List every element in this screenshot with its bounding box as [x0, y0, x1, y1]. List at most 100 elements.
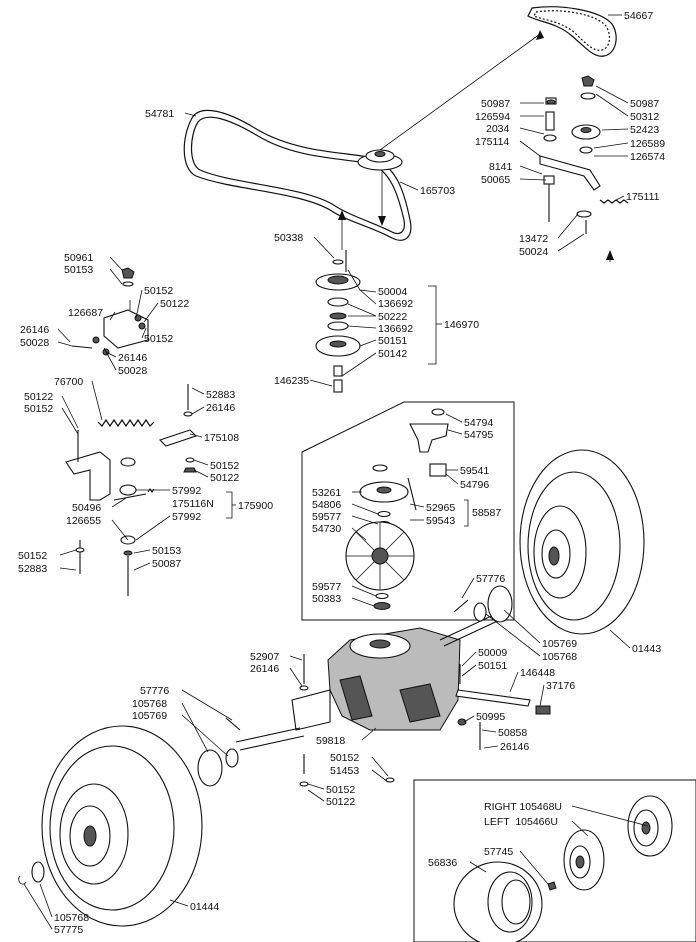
label-50028-bracket: 50028 — [118, 365, 147, 377]
upper-belt-54667 — [527, 6, 617, 57]
label-54806: 54806 — [312, 499, 341, 511]
label-50087: 50087 — [152, 558, 181, 570]
label-50987-left: 50987 — [481, 98, 510, 110]
label-50122-trans: 50122 — [326, 796, 355, 808]
leader-lines — [23, 14, 649, 930]
label-50995: 50995 — [476, 711, 505, 723]
fan-kit-parts — [345, 408, 449, 610]
label-50152-top: 50152 — [144, 285, 173, 297]
label-50028-top: 50028 — [20, 337, 49, 349]
inset-wheel-parts — [453, 795, 673, 942]
label-right-105468U: RIGHT 105468U — [484, 801, 562, 813]
label-01444: 01444 — [190, 901, 219, 913]
label-26146-trans-lower: 26146 — [500, 741, 529, 753]
label-165703: 165703 — [420, 185, 455, 197]
label-50987-right: 50987 — [630, 98, 659, 110]
label-26146-bracket: 26146 — [118, 352, 147, 364]
label-105768-wheel: 105768 — [54, 912, 89, 924]
idler-assembly — [539, 75, 629, 234]
label-50312: 50312 — [630, 111, 659, 123]
label-59577-top: 59577 — [312, 511, 341, 523]
label-146235: 146235 — [274, 375, 309, 387]
label-136692-top: 136692 — [378, 298, 413, 310]
label-50496: 50496 — [72, 502, 101, 514]
label-50961: 50961 — [64, 252, 93, 264]
label-8141: 8141 — [489, 161, 513, 173]
label-58587: 58587 — [472, 507, 501, 519]
label-54795: 54795 — [464, 429, 493, 441]
pulley-stack-146970 — [315, 250, 361, 393]
label-50009: 50009 — [478, 647, 507, 659]
label-50004: 50004 — [378, 286, 407, 298]
label-50152-trans-lower: 50152 — [326, 784, 355, 796]
label-57992-bottom: 57992 — [172, 511, 201, 523]
label-59541: 59541 — [460, 465, 489, 477]
label-52907: 52907 — [250, 651, 279, 663]
label-50142: 50142 — [378, 348, 407, 360]
label-126655: 126655 — [66, 515, 101, 527]
label-50151-trans: 50151 — [478, 660, 507, 672]
label-175111: 175111 — [626, 191, 660, 203]
label-59818: 59818 — [316, 735, 345, 747]
label-126589: 126589 — [630, 138, 665, 150]
label-53261: 53261 — [312, 487, 341, 499]
label-175900: 175900 — [238, 500, 273, 512]
label-50122-mid: 50122 — [210, 472, 239, 484]
label-50383: 50383 — [312, 593, 341, 605]
label-50024: 50024 — [519, 246, 548, 258]
label-54730: 54730 — [312, 523, 341, 535]
label-57776-left: 57776 — [140, 685, 169, 697]
label-175108: 175108 — [204, 432, 239, 444]
label-50152-left: 50152 — [24, 403, 53, 415]
label-26146-trans: 26146 — [250, 663, 279, 675]
label-136692-bottom: 136692 — [378, 323, 413, 335]
label-146970: 146970 — [444, 319, 479, 331]
label-26146-mid: 26146 — [206, 402, 235, 414]
label-105769-left: 105769 — [132, 710, 167, 722]
label-126594: 126594 — [475, 111, 510, 123]
label-50065: 50065 — [481, 174, 510, 186]
main-belt-54781 — [183, 109, 412, 241]
label-76700: 76700 — [54, 376, 83, 388]
inset-frame — [413, 779, 696, 942]
label-51453: 51453 — [330, 765, 359, 777]
label-52965: 52965 — [426, 502, 455, 514]
label-50153-bottom: 50153 — [152, 545, 181, 557]
label-50152-bracket: 50152 — [144, 333, 173, 345]
label-52423: 52423 — [630, 124, 659, 136]
label-50122-left: 50122 — [24, 391, 53, 403]
label-54667: 54667 — [624, 10, 653, 22]
label-50152-lower: 50152 — [18, 550, 47, 562]
part-number-labels: 54667 54781 165703 50987 126594 2034 175… — [18, 10, 665, 936]
label-52883-bottom: 52883 — [18, 563, 47, 575]
label-57992-top: 57992 — [172, 485, 201, 497]
transaxle — [235, 611, 551, 787]
label-13472: 13472 — [519, 233, 548, 245]
label-56836: 56836 — [428, 857, 457, 869]
belt-arrows — [338, 30, 614, 262]
label-175116N: 175116N — [172, 498, 214, 510]
label-105769-right: 105769 — [542, 638, 577, 650]
label-126574: 126574 — [630, 151, 665, 163]
label-37176: 37176 — [546, 680, 575, 692]
label-54781: 54781 — [145, 108, 174, 120]
label-105768-right: 105768 — [542, 651, 577, 663]
label-50222: 50222 — [378, 311, 407, 323]
label-59577-bottom: 59577 — [312, 581, 341, 593]
fan-kit-frame-58587 — [301, 401, 515, 621]
label-105768-left: 105768 — [132, 698, 167, 710]
label-50858: 50858 — [498, 727, 527, 739]
label-59543: 59543 — [426, 515, 455, 527]
label-146448: 146448 — [520, 667, 555, 679]
label-left-105466U: LEFT 105466U — [484, 816, 558, 828]
label-175114: 175114 — [475, 136, 509, 148]
left-bracket-assembly — [65, 267, 198, 596]
cooling-fan — [345, 521, 415, 591]
label-50152-mid: 50152 — [210, 460, 239, 472]
label-26146-top: 26146 — [20, 324, 49, 336]
wheel-01443 — [453, 449, 645, 635]
label-2034: 2034 — [486, 123, 510, 135]
label-54794: 54794 — [464, 417, 493, 429]
wheel-01444 — [18, 717, 241, 927]
pulley-165703 — [357, 149, 403, 171]
